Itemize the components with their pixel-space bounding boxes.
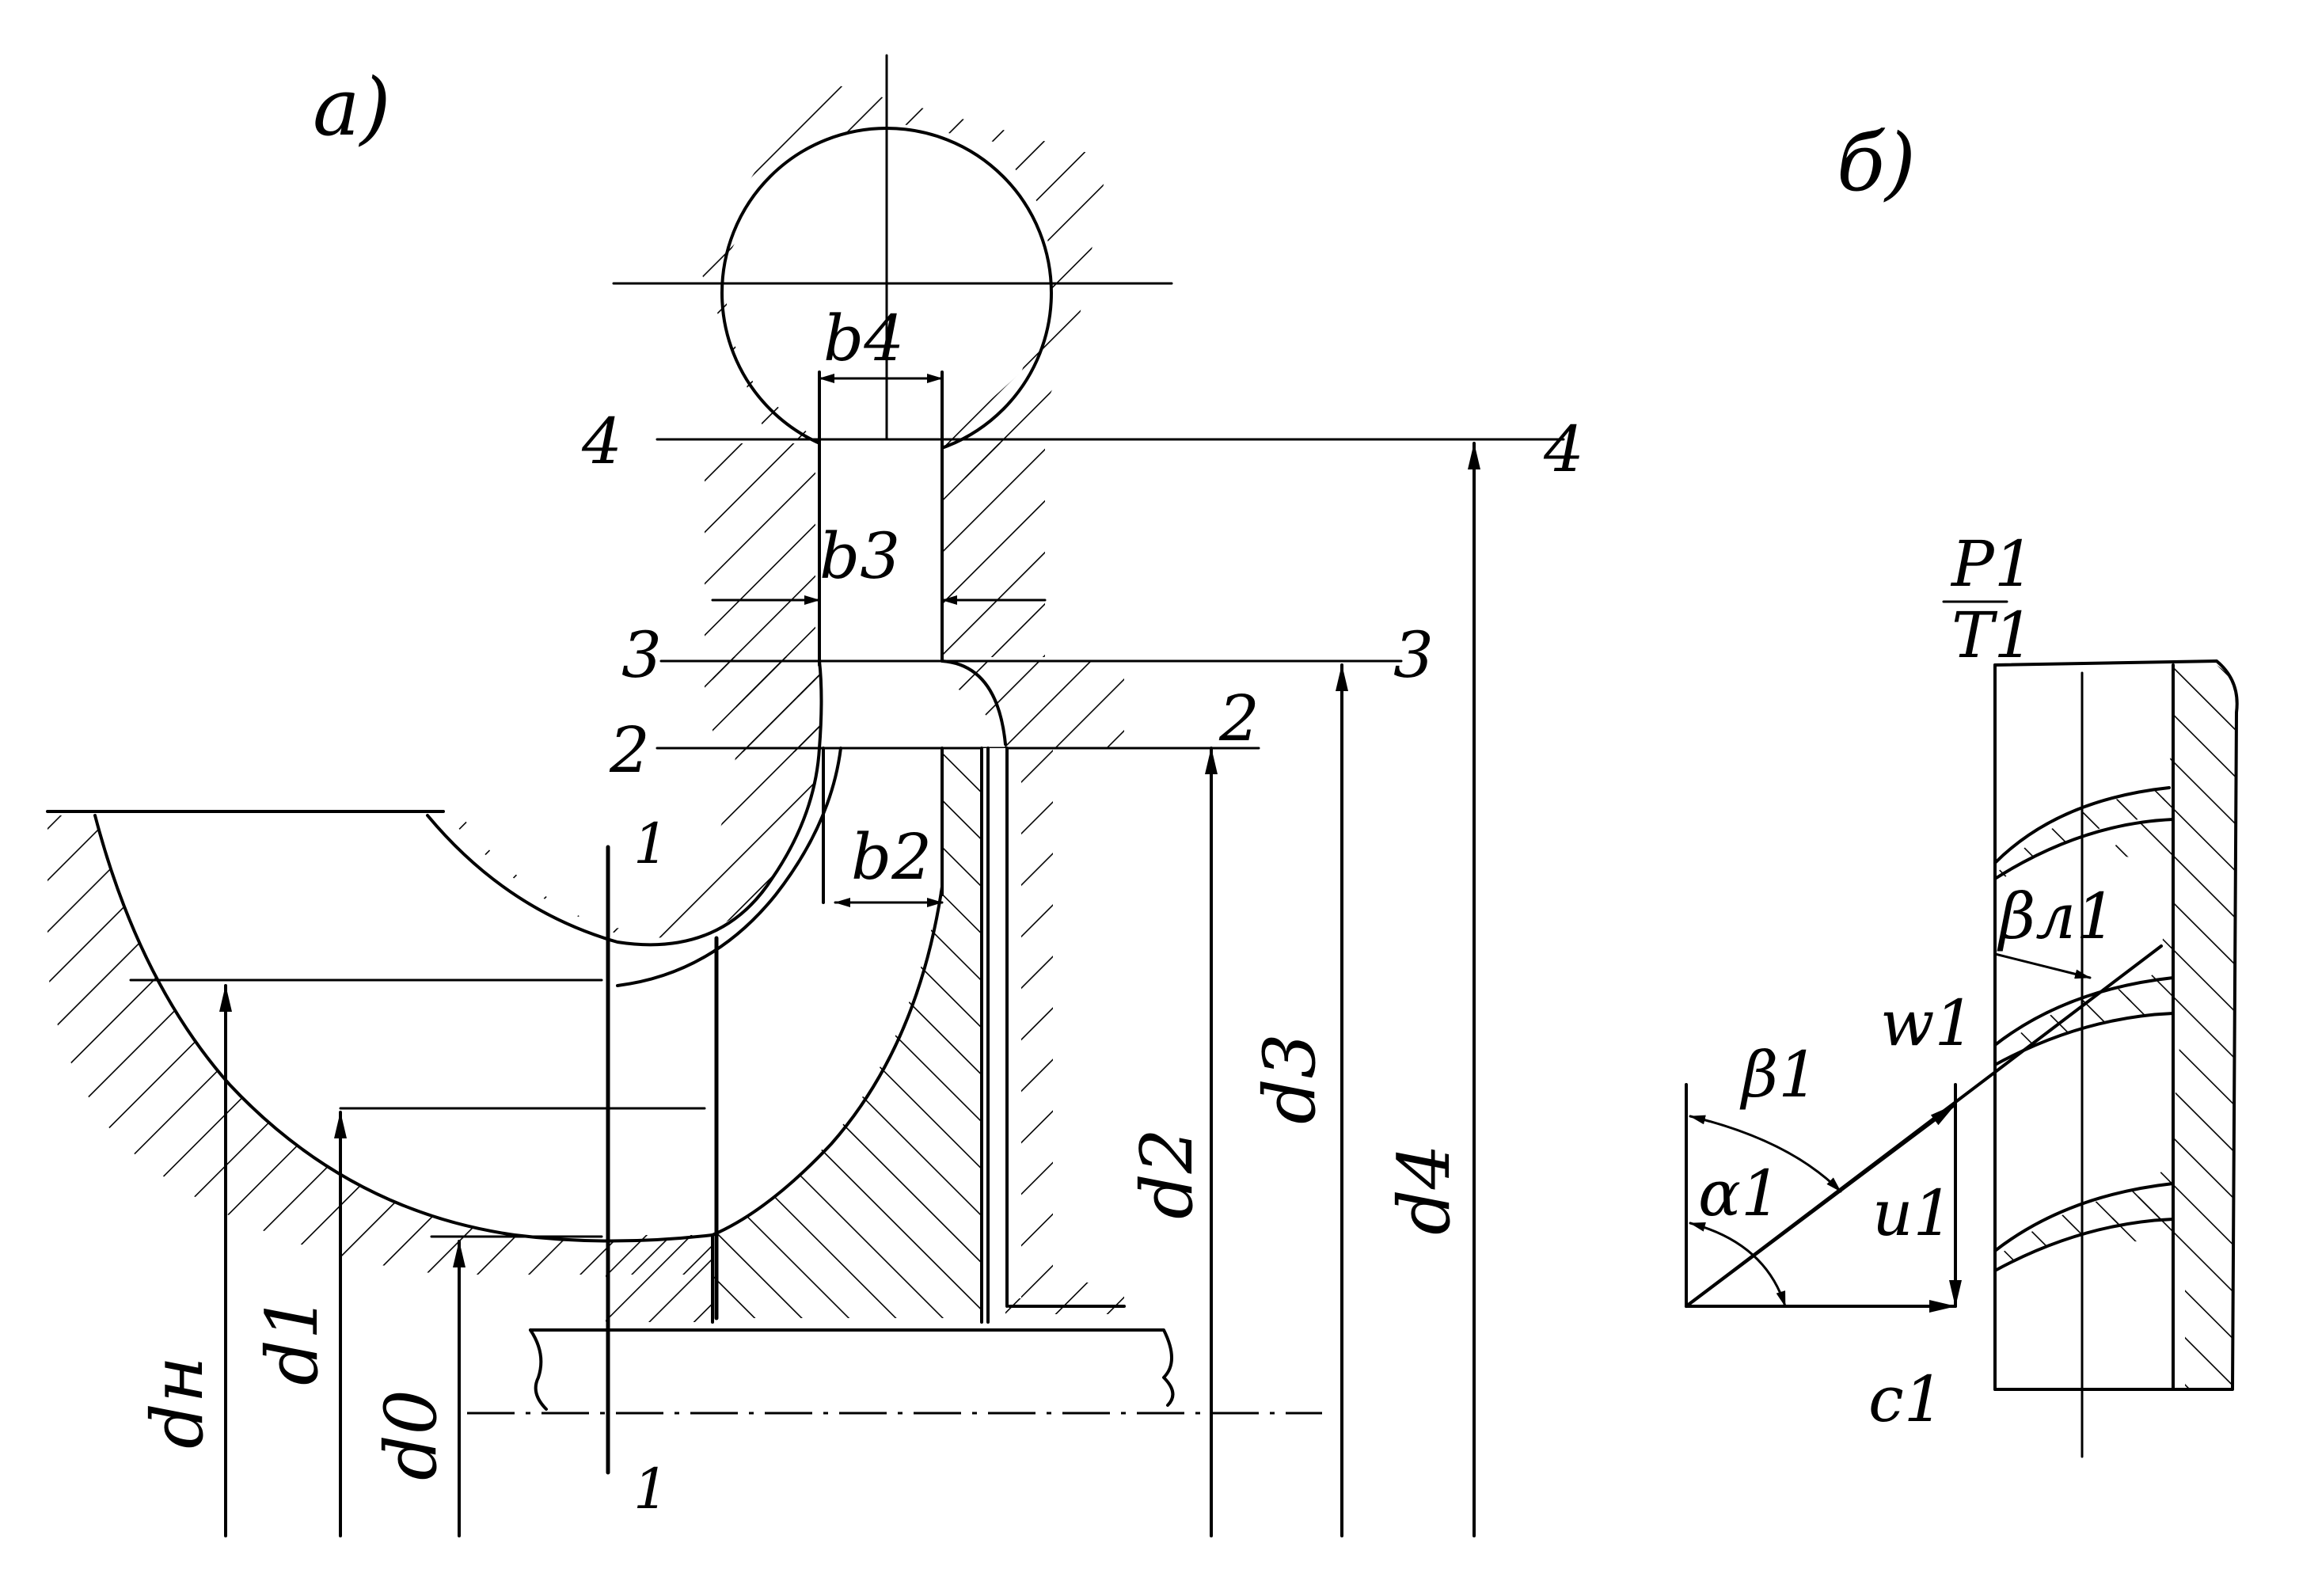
section-1-bottom: 1 bbox=[633, 1457, 669, 1522]
disk-hatch bbox=[712, 748, 982, 1318]
section-3-left: 3 bbox=[621, 618, 662, 692]
section-4-right: 4 bbox=[1543, 412, 1584, 486]
section-3-right: 3 bbox=[1393, 618, 1434, 692]
cover-disk-hatch bbox=[420, 661, 819, 938]
label-alpha1: α1 bbox=[1698, 1157, 1781, 1230]
section-2-left: 2 bbox=[609, 713, 650, 787]
label-u1: u1 bbox=[1872, 1176, 1953, 1250]
diameter-d2: d2 bbox=[1126, 1128, 1209, 1219]
width-b3: b3 bbox=[819, 519, 900, 593]
label-w1: w1 bbox=[1880, 986, 1974, 1060]
label-t1: T1 bbox=[1951, 598, 2034, 672]
section-2-right: 2 bbox=[1218, 682, 1260, 755]
diameter-dn: dн bbox=[136, 1356, 219, 1449]
section-1-top: 1 bbox=[633, 811, 669, 876]
label-beta-l1: βл1 bbox=[1997, 880, 2116, 953]
volute-casing-hatch bbox=[697, 79, 1124, 748]
diameter-d4: d4 bbox=[1383, 1144, 1466, 1235]
label-c1: c1 bbox=[1868, 1362, 1944, 1436]
figure-b: б) P1 T1 βл1 β1 w1 α1 u1 bbox=[1685, 116, 2239, 1458]
back-casing-hatch bbox=[1005, 748, 1124, 1314]
label-beta1: β1 bbox=[1739, 1038, 1818, 1112]
label-p1: P1 bbox=[1950, 527, 2035, 601]
width-b4: b4 bbox=[823, 302, 904, 375]
panel-label-a: a) bbox=[313, 61, 391, 154]
shroud-hatch bbox=[48, 815, 712, 1275]
diameter-d0: d0 bbox=[370, 1389, 453, 1480]
panel-label-b: б) bbox=[1837, 116, 1916, 209]
diameter-d1: d1 bbox=[251, 1294, 334, 1385]
section-4-left: 4 bbox=[581, 405, 622, 478]
diffuser-channel bbox=[819, 439, 942, 661]
figure-a: a) 4 4 3 3 2 2 1 1 b4 b3 b2 dн d1 d0 d2 … bbox=[46, 54, 1584, 1537]
diameter-d3: d3 bbox=[1248, 1033, 1332, 1124]
width-b2: b2 bbox=[851, 820, 932, 894]
blade-passage bbox=[1995, 661, 2237, 1389]
